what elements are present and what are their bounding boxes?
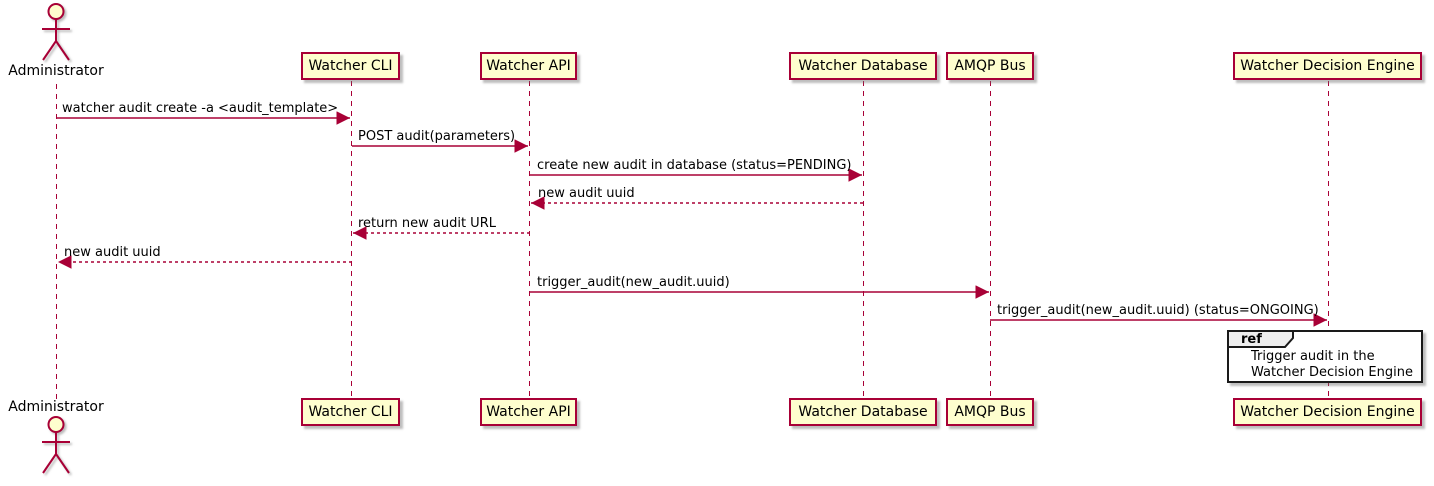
ref-header-pentagon	[1227, 330, 1294, 348]
participant-watcher-database-bottom: Watcher Database	[789, 398, 937, 426]
participant-watcher-decision-engine-top: Watcher Decision Engine	[1233, 52, 1422, 80]
ref-fragment: ref Trigger audit in the Watcher Decisio…	[1227, 330, 1423, 383]
message-label-3: new audit uuid	[538, 186, 635, 201]
message-label-6: trigger_audit(new_audit.uuid)	[537, 275, 730, 290]
message-label-2: create new audit in database (status=PEN…	[537, 158, 852, 173]
message-label-5: new audit uuid	[64, 245, 161, 260]
actor-administrator-top-icon	[42, 3, 70, 61]
message-label-7: trigger_audit(new_audit.uuid) (status=ON…	[997, 303, 1319, 318]
message-label-0: watcher audit create -a <audit_template>	[62, 101, 339, 116]
actor-administrator-top-label: Administrator	[8, 63, 104, 79]
message-label-1: POST audit(parameters)	[358, 129, 516, 144]
ref-keyword: ref	[1241, 332, 1262, 347]
participant-watcher-database-top: Watcher Database	[789, 52, 937, 80]
ref-text-line-1: Trigger audit in the	[1251, 349, 1375, 364]
participant-watcher-cli-bottom: Watcher CLI	[301, 398, 400, 426]
participant-watcher-api-top: Watcher API	[480, 52, 577, 80]
participant-amqp-bus-bottom: AMQP Bus	[946, 398, 1034, 426]
message-arrows	[56, 111, 1327, 327]
ref-text-line-2: Watcher Decision Engine	[1251, 365, 1413, 380]
participant-watcher-decision-engine-bottom: Watcher Decision Engine	[1233, 398, 1422, 426]
participant-amqp-bus-top: AMQP Bus	[946, 52, 1034, 80]
lifelines	[56, 81, 1329, 399]
actor-administrator-bottom-icon	[42, 416, 70, 474]
participant-watcher-api-bottom: Watcher API	[480, 398, 577, 426]
actor-administrator-bottom-label: Administrator	[8, 399, 104, 415]
participant-watcher-cli-top: Watcher CLI	[301, 52, 400, 80]
message-label-4: return new audit URL	[358, 216, 496, 231]
